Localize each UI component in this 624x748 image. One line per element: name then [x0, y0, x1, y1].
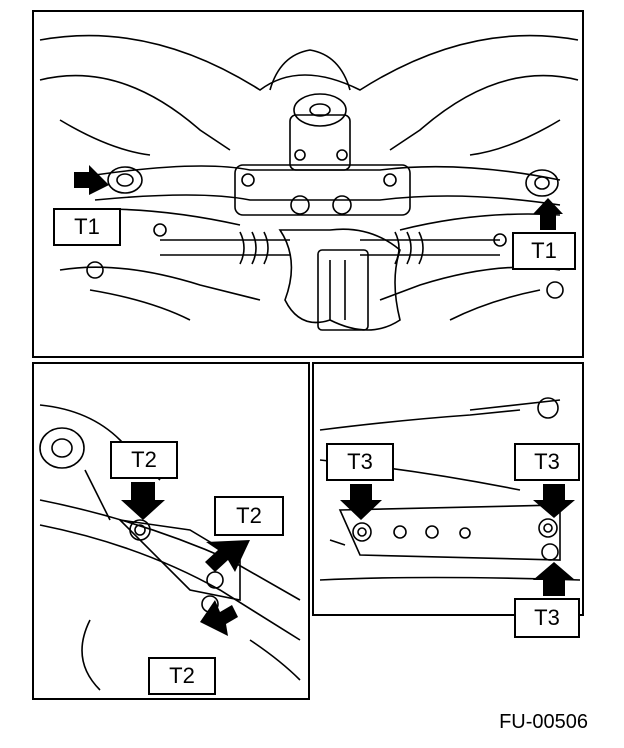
- label-t3-right-top: T3: [514, 443, 580, 481]
- label-t1-right: T1: [512, 232, 576, 270]
- arrow-icon: [200, 600, 238, 636]
- arrow-icon: [533, 198, 563, 230]
- label-t2-right: T2: [214, 496, 284, 536]
- arrow-icon: [205, 540, 250, 572]
- label-t2-bottom: T2: [148, 657, 216, 695]
- figure-id: FU-00506: [499, 711, 588, 733]
- label-t3-left: T3: [326, 443, 394, 481]
- label-t2-top: T2: [110, 441, 178, 479]
- bottom-left-panel-frame: [32, 362, 310, 700]
- label-t1-left: T1: [53, 208, 121, 246]
- arrow-icon: [340, 484, 382, 520]
- arrow-icon: [533, 484, 575, 518]
- arrow-icon: [533, 562, 575, 596]
- arrow-icon: [121, 482, 165, 520]
- arrows: [74, 165, 575, 636]
- crossmember-illustration: [39, 34, 579, 331]
- label-t3-right-bottom: T3: [514, 598, 580, 638]
- bottom-right-panel-frame: [312, 362, 584, 616]
- bracket-illustration: [39, 404, 301, 691]
- top-panel-frame: [32, 10, 584, 358]
- arrow-icon: [74, 165, 109, 195]
